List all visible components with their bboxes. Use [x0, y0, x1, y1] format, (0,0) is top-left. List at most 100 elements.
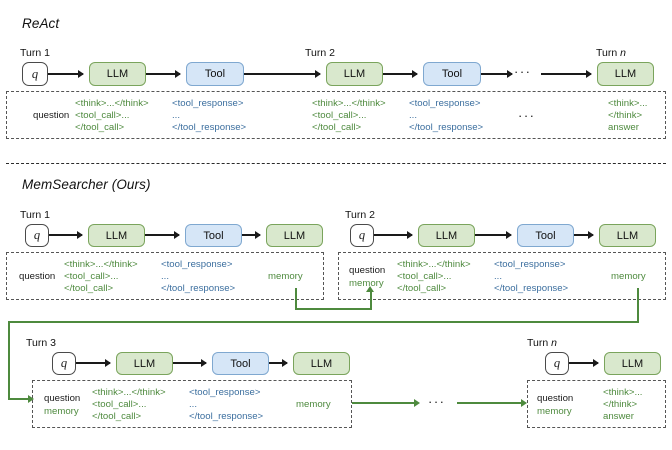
- mem-row2-ellipsis: ···: [428, 394, 446, 409]
- mem-t2-toolcall-close: </tool_call>: [397, 283, 447, 294]
- mem-t2-transcript-panel: [338, 252, 666, 300]
- react-arrow-llm2-tool2: [383, 73, 417, 75]
- mem-t2-toolresp-open: <tool_response>: [494, 259, 566, 270]
- mem-t3-tool-node[interactable]: Tool: [212, 352, 269, 375]
- mem-t2-llm-node-2[interactable]: LLM: [599, 224, 656, 247]
- turn-n-index: n: [620, 47, 626, 59]
- react-toolresp-mid-2: ...: [409, 110, 417, 121]
- react-think-1: <think>...</think>: [75, 98, 149, 109]
- mem-t1-to-t2-arrowhead: [366, 286, 374, 292]
- mem-t2-to-t3-entry-horizontal: [8, 398, 30, 400]
- react-toolcall-close-2: </tool_call>: [312, 122, 362, 133]
- mem-t1-arrow-tool-llm: [242, 234, 260, 236]
- react-toolresp-mid-1: ...: [172, 110, 180, 121]
- react-turn-2-label: Turn 2: [305, 47, 335, 59]
- mem-t2-memory-output: memory: [611, 271, 646, 282]
- mem-t3-toolresp-open: <tool_response>: [189, 387, 261, 398]
- react-llm-node-2[interactable]: LLM: [326, 62, 383, 86]
- mem-t3-toolcall-open: <tool_call>...: [92, 399, 147, 410]
- mem-turn-1-label: Turn 1: [20, 209, 50, 221]
- mem-t3-llm-node-1[interactable]: LLM: [116, 352, 173, 375]
- mem-tn-transcript-panel: [527, 380, 666, 428]
- mem-t2-memory-input: memory: [349, 278, 384, 289]
- mem-t3-toolcall-close: </tool_call>: [92, 411, 142, 422]
- react-question-label-1: question: [33, 110, 70, 121]
- mem-dots-to-tn-arrowhead: [521, 399, 527, 407]
- mem-t1-toolresp-mid: ...: [161, 271, 169, 282]
- mem-t1-transcript-panel: [6, 252, 324, 300]
- mem-t1-think: <think>...</think>: [64, 259, 138, 270]
- mem-t1-arrow-q-llm: [49, 234, 82, 236]
- mem-t3-q-node[interactable]: q: [52, 352, 76, 375]
- react-arrow-llm1-tool1: [146, 73, 180, 75]
- mem-t3-transcript-panel: [32, 380, 352, 428]
- mem-tn-memory-input: memory: [537, 406, 572, 417]
- mem-tn-question-label: question: [537, 393, 574, 404]
- react-turn-1-label: Turn 1: [20, 47, 50, 59]
- react-transcript-panel: [6, 91, 666, 139]
- mem-tn-llm-node[interactable]: LLM: [604, 352, 661, 375]
- react-think-close-n: </think>: [608, 110, 643, 121]
- react-arrow-q-llm1: [48, 73, 83, 75]
- mem-t1-q-node[interactable]: q: [25, 224, 49, 247]
- mem-tn-q-node[interactable]: q: [545, 352, 569, 375]
- react-think-2: <think>...</think>: [312, 98, 386, 109]
- react-toolcall-open-1: <tool_call>...: [75, 110, 130, 121]
- mem-t1-toolresp-close: </tool_response>: [161, 283, 236, 294]
- mem-t2-llm-node-1[interactable]: LLM: [418, 224, 475, 247]
- mem-t1-to-t2-horizontal: [295, 308, 372, 310]
- mem-t1-memory-tick: [295, 288, 297, 310]
- mem-t2-toolresp-mid: ...: [494, 271, 502, 282]
- mem-t2-think: <think>...</think>: [397, 259, 471, 270]
- turn-n-prefix: Turn: [596, 47, 621, 59]
- mem-t1-toolcall-close: </tool_call>: [64, 283, 114, 294]
- react-toolresp-open-1: <tool_response>: [172, 98, 244, 109]
- mem-t2-q-node[interactable]: q: [350, 224, 374, 247]
- mem-t1-toolresp-open: <tool_response>: [161, 259, 233, 270]
- react-llm-node-1[interactable]: LLM: [89, 62, 146, 86]
- mem-t2-toolresp-close: </tool_response>: [494, 283, 569, 294]
- mem-t2-toolcall-open: <tool_call>...: [397, 271, 452, 282]
- react-arrow-tool1-llm2: [244, 73, 320, 75]
- react-think-open-n: <think>...: [608, 98, 648, 109]
- mem-t3-think: <think>...</think>: [92, 387, 166, 398]
- react-tool-node-2[interactable]: Tool: [423, 62, 481, 86]
- mem-turn-n-label: Turn n: [527, 337, 557, 349]
- mem-t2-to-t3-arrowhead: [28, 395, 34, 403]
- mem-t3-toolresp-mid: ...: [189, 399, 197, 410]
- react-arrow-dots-llmn: [541, 73, 591, 75]
- react-toolresp-open-2: <tool_response>: [409, 98, 481, 109]
- mem-t1-question-label: question: [19, 271, 56, 282]
- react-q-node-1[interactable]: q: [22, 62, 48, 86]
- mem-t2-arrow-tool-llm: [574, 234, 593, 236]
- react-toolcall-close-1: </tool_call>: [75, 122, 125, 133]
- react-tool-node-1[interactable]: Tool: [186, 62, 244, 86]
- mem-t3-toolresp-close: </tool_response>: [189, 411, 264, 422]
- mem-t3-arrow-q-llm: [76, 362, 110, 364]
- mem-t3-arrow-tool-llm: [269, 362, 287, 364]
- mem-t2-tool-node[interactable]: Tool: [517, 224, 574, 247]
- mem-t1-tool-node[interactable]: Tool: [185, 224, 242, 247]
- react-answer-n: answer: [608, 122, 639, 133]
- mem-t2-question-label: question: [349, 265, 386, 276]
- mem-t1-toolcall-open: <tool_call>...: [64, 271, 119, 282]
- react-panel-ellipsis: ···: [518, 108, 536, 123]
- mem-t1-llm-node-1[interactable]: LLM: [88, 224, 145, 247]
- react-llm-node-n[interactable]: LLM: [597, 62, 654, 86]
- mem-t3-llm-node-2[interactable]: LLM: [293, 352, 350, 375]
- mem-t1-llm-node-2[interactable]: LLM: [266, 224, 323, 247]
- mem-t1-memory-output: memory: [268, 271, 303, 282]
- mem-turn-n-prefix: Turn: [527, 337, 552, 349]
- mem-t3-memory-input: memory: [44, 406, 79, 417]
- section-divider: [6, 163, 666, 164]
- mem-t1-arrow-llm-tool: [145, 234, 179, 236]
- mem-tn-think-close: </think>: [603, 399, 638, 410]
- react-row-ellipsis: ···: [514, 64, 532, 79]
- mem-t1-to-t2-riser: [370, 292, 372, 310]
- react-toolcall-open-2: <tool_call>...: [312, 110, 367, 121]
- mem-turn-n-index: n: [551, 337, 557, 349]
- mem-tn-arrow-q-llm: [569, 362, 598, 364]
- mem-dots-to-tn-line: [457, 402, 525, 404]
- section-title-react: ReAct: [22, 16, 60, 31]
- mem-t2-memory-tick: [637, 288, 639, 322]
